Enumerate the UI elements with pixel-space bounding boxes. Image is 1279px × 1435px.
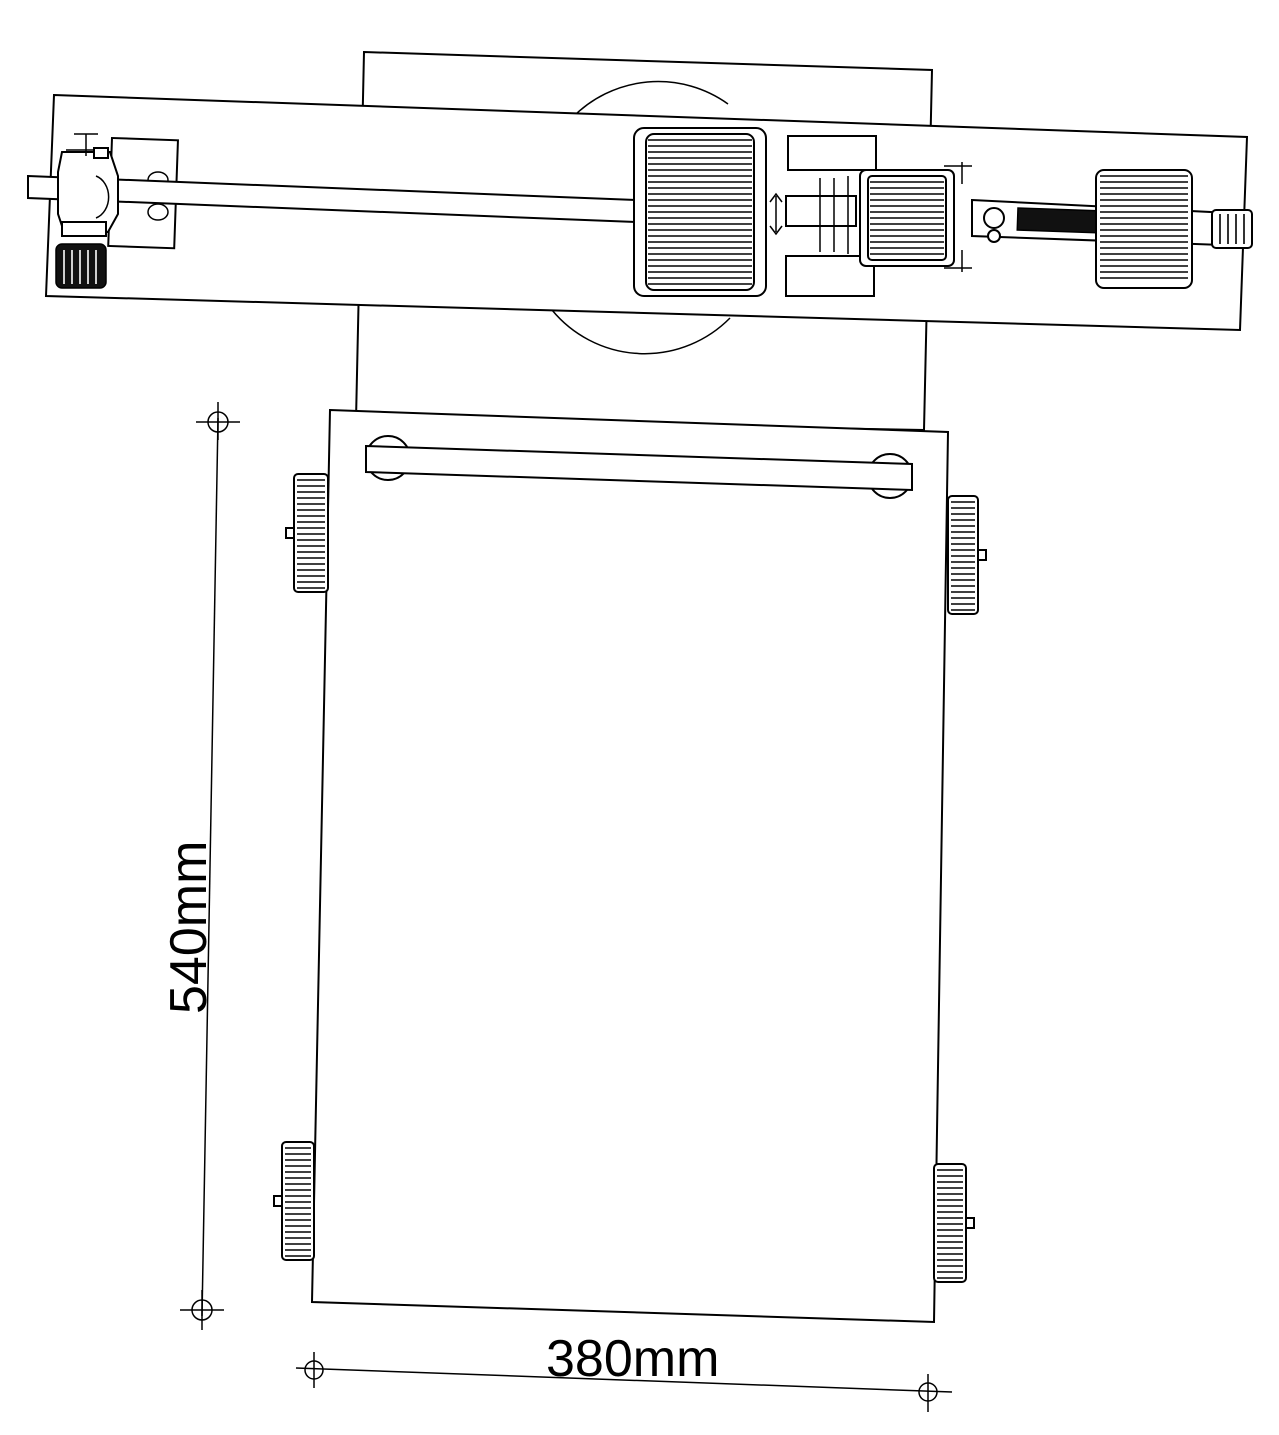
width-label: 380mm (546, 1330, 719, 1388)
coupler-arrows (769, 192, 783, 236)
upper-bearing-block (787, 135, 877, 171)
handle-bar (365, 435, 913, 499)
coupler (785, 195, 857, 227)
wheel-bottom-left (273, 1141, 315, 1261)
wheel-top-right (947, 495, 987, 615)
turntable-disc (551, 80, 731, 355)
small-drum (859, 162, 972, 272)
wheel-bottom-right (933, 1163, 975, 1283)
base-plate (310, 408, 950, 1324)
dimension-marker-right (918, 1374, 938, 1412)
middle-drum (633, 127, 767, 297)
lower-bearing-block (785, 255, 875, 297)
dimension-marker-bottom (180, 1290, 224, 1330)
right-end-gear (1211, 209, 1253, 249)
bevel-gear-assembly (57, 133, 119, 237)
dimension-marker-top (196, 402, 240, 440)
dimension-marker-left (304, 1352, 324, 1388)
wheel-top-left (285, 473, 329, 593)
width-dimension: 380mm (295, 1330, 953, 1412)
left-knurled-knob (55, 243, 107, 289)
height-dimension: 540mm (160, 402, 240, 1330)
coupler-flanges (819, 176, 849, 254)
height-label: 540mm (160, 841, 218, 1014)
right-end-drum (1095, 169, 1193, 289)
